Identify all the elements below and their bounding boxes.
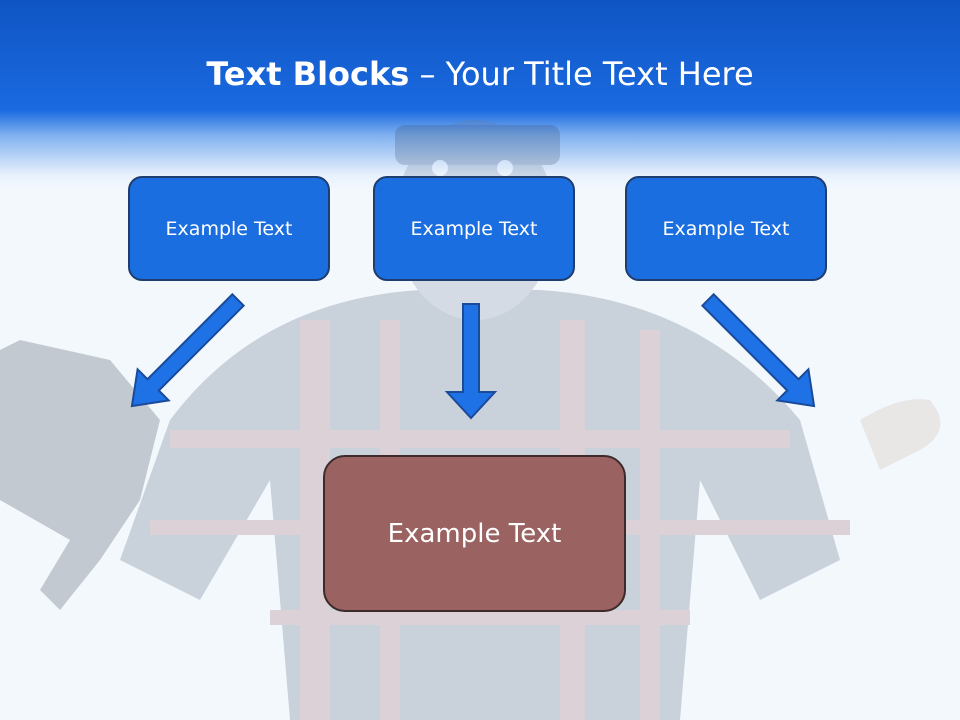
arrow-right [700,292,816,408]
target-block[interactable]: Example Text [323,455,626,612]
title-dash: – [409,55,446,93]
arrow-left [130,292,246,408]
text-block-left[interactable]: Example Text [128,176,330,281]
text-block-center[interactable]: Example Text [373,176,575,281]
title-rest: Your Title Text Here [445,55,754,93]
text-block-left-label: Example Text [165,217,293,240]
title-bold-part: Text Blocks [206,55,410,93]
target-block-label: Example Text [387,518,562,549]
slide-title: Text Blocks – Your Title Text Here [0,52,960,96]
text-block-center-label: Example Text [410,217,538,240]
text-block-right-label: Example Text [662,217,790,240]
text-block-right[interactable]: Example Text [625,176,827,281]
title-banner [0,0,960,190]
arrow-center [444,303,498,420]
